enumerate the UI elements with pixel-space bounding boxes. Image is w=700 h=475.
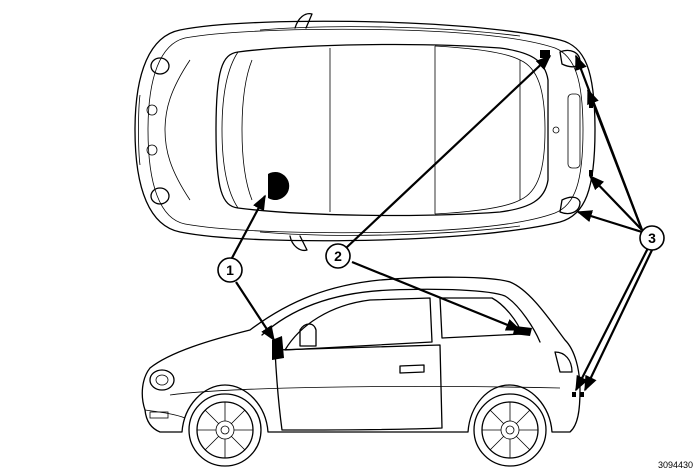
callout-2-label: 2	[334, 248, 342, 264]
callout-1-label: 1	[226, 262, 234, 278]
car-side-view	[141, 276, 584, 467]
marker-side-1	[272, 336, 284, 360]
callout-1: 1	[217, 257, 243, 283]
callout-3-label: 3	[648, 230, 656, 246]
car-top-view	[134, 12, 596, 252]
callout-3: 3	[639, 225, 665, 251]
side-door-window	[284, 297, 433, 351]
marker-top-1	[268, 172, 290, 201]
figure-id: 3094430	[658, 460, 693, 470]
marker-top-2	[540, 50, 550, 58]
side-body-outline	[141, 276, 581, 433]
callout-2: 2	[325, 243, 351, 269]
top-roof	[215, 43, 549, 217]
top-body-outline	[134, 20, 596, 242]
leader-lines	[231, 54, 653, 392]
